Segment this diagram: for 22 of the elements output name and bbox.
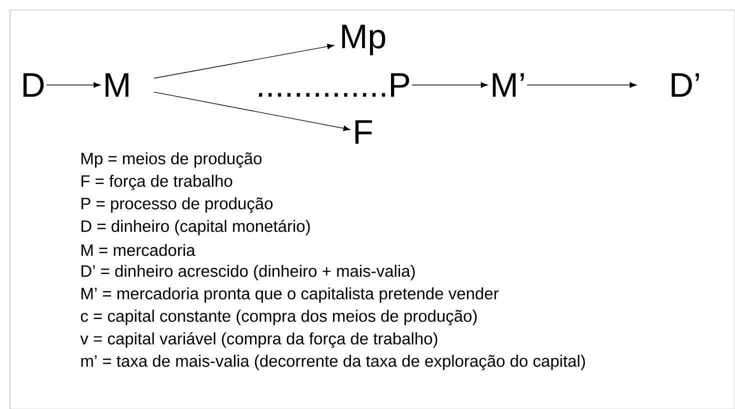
- definition-text: D = dinheiro (capital monetário): [82, 220, 310, 236]
- arrow: [154, 44, 334, 79]
- definition-text: c = capital constante (compra dos meios de produção): [80, 310, 477, 326]
- definition-text: v = capital variável (compra da força de trabalho): [80, 332, 438, 348]
- arrow: [154, 92, 350, 132]
- symbol-text: D’: [672, 73, 699, 97]
- definition-text: Mp = meios de produção: [82, 152, 262, 168]
- definition-text: D’ = dinheiro acrescido (dinheiro + mais-valia): [82, 264, 415, 280]
- symbol-text: Mp: [342, 24, 386, 56]
- definition-text: M’ = mercadoria pronta que o capitalista pretende vender: [82, 287, 499, 303]
- symbol-text: ..............P: [258, 73, 410, 97]
- symbol-text: M: [106, 73, 128, 97]
- definition-text: m’ = taxa de mais-valia (decorrente da taxa de exploração do capital): [81, 354, 585, 370]
- definition-text: M = mercadoria: [82, 244, 196, 256]
- symbol-text: F: [355, 120, 372, 144]
- symbol-text: D: [24, 73, 44, 97]
- arrow: [526, 82, 637, 88]
- definition-text: P = processo de produção: [82, 197, 273, 213]
- definition-text: F = força de trabalho: [82, 174, 232, 190]
- symbol-text: M’: [492, 73, 524, 97]
- arrow: [412, 82, 488, 88]
- arrow: [46, 82, 101, 88]
